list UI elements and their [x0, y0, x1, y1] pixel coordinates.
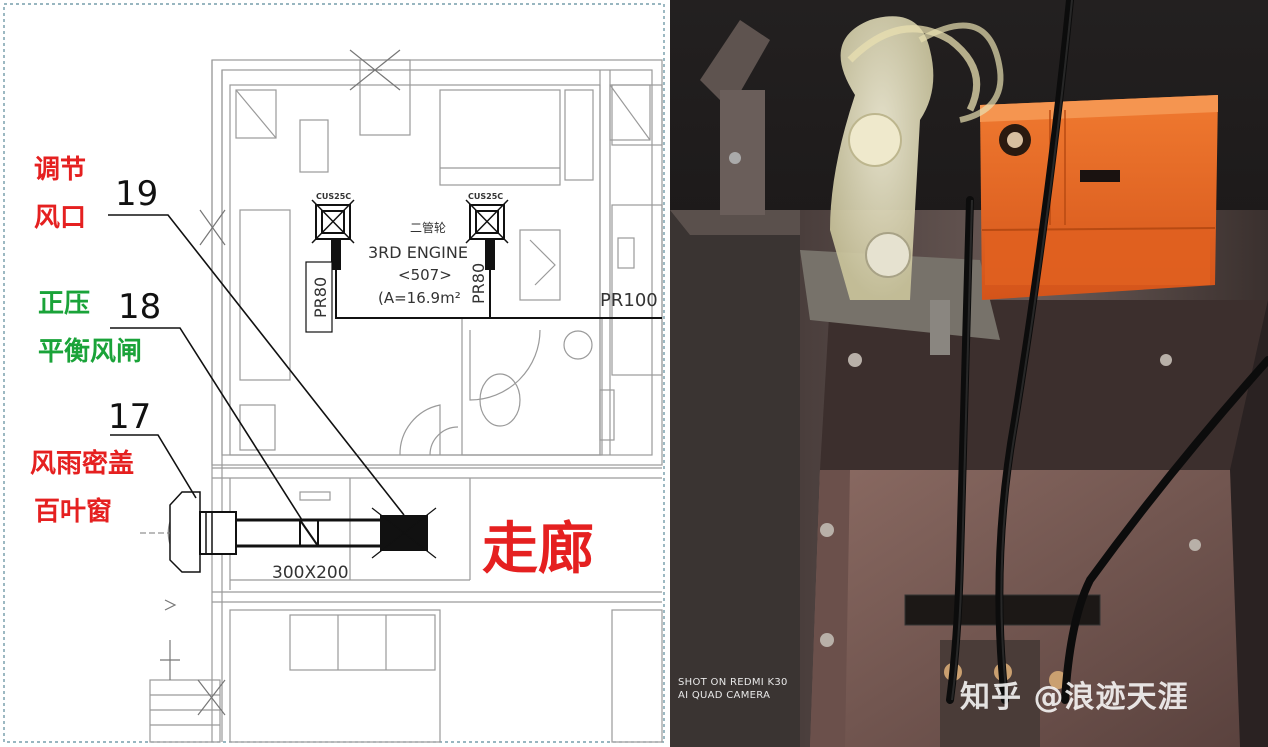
walls: [149, 59, 663, 743]
room-number: <507>: [398, 266, 452, 284]
device-tag-2: CUS25C: [468, 192, 503, 201]
damper-photo: [670, 0, 1268, 747]
annotation-number-17: 17: [108, 397, 151, 437]
damper-actuator: [980, 95, 1218, 300]
annotation-number-18: 18: [118, 287, 161, 327]
cad-drawing-panel: CUS25C CUS25C PR80 PR80 PR100 二管轮 3RD EN…: [3, 3, 665, 743]
pipe-label-1: PR80: [311, 277, 330, 318]
annotation-19-line2: 风口: [34, 203, 86, 233]
camera-line-2: AI QUAD CAMERA: [678, 690, 771, 701]
bracket-arm: [700, 20, 770, 110]
zhihu-watermark: 知乎 @浪迹天涯: [960, 680, 1189, 715]
camera-line-1: SHOT ON REDMI K30: [678, 677, 788, 688]
pipe-runs: [335, 270, 662, 319]
cables: [946, 0, 1268, 704]
annotation-19-line1: 调节: [34, 155, 86, 185]
annotation-18-line2: 平衡风闸: [38, 336, 142, 367]
device-symbol-1: [311, 199, 355, 270]
duct-size: 300X200: [272, 563, 349, 583]
pipe-label-box-1: [305, 261, 333, 333]
damper-photo-panel: SHOT ON REDMI K30 AI QUAD CAMERA 知乎 @浪迹天…: [670, 0, 1268, 747]
floor-plan: CUS25C CUS25C PR80 PR80 PR100 二管轮 3RD EN…: [3, 3, 665, 743]
room-name-cn: 二管轮: [410, 220, 446, 235]
leader-lines: [108, 214, 405, 521]
corridor-label: 走廊: [482, 517, 594, 582]
duct-run: [140, 491, 437, 573]
room-area: (A=16.9m²: [378, 289, 461, 307]
duct-wall-left: [670, 210, 800, 747]
pressure-switch: [830, 16, 1004, 300]
room-name-en: 3RD ENGINE: [368, 243, 468, 262]
camera-watermark: SHOT ON REDMI K30 AI QUAD CAMERA: [678, 676, 788, 702]
annotation-17-line1: 风雨密盖: [30, 448, 134, 479]
annotation-18-line1: 正压: [38, 289, 90, 319]
device-tag-1: CUS25C: [316, 192, 351, 201]
annotation-17-line2: 百叶窗: [34, 496, 112, 527]
valve-symbols: [160, 49, 401, 716]
pipe-label-3: PR100: [600, 290, 658, 311]
pipe-label-2: PR80: [469, 263, 488, 304]
annotation-number-19: 19: [115, 174, 158, 214]
device-symbol-2: [465, 199, 509, 270]
